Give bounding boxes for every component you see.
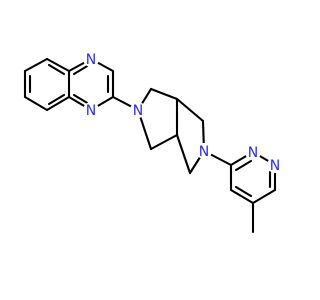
bond bbox=[23, 95, 49, 112]
bond bbox=[45, 95, 71, 112]
bond bbox=[47, 93, 66, 106]
atom-labels: N N N N N N bbox=[83, 51, 283, 174]
atom-background bbox=[83, 51, 99, 67]
bonds bbox=[23, 57, 277, 234]
nitrogen-label: N bbox=[133, 103, 143, 119]
bond bbox=[47, 63, 66, 76]
bond bbox=[72, 93, 91, 106]
atom-background bbox=[130, 102, 146, 118]
nitrogen-label: N bbox=[86, 103, 96, 119]
atom-background bbox=[196, 143, 212, 159]
bond bbox=[149, 133, 179, 151]
bond bbox=[23, 57, 49, 73]
nitrogen-label: N bbox=[270, 158, 280, 174]
bond bbox=[175, 97, 205, 123]
molecule-structure: N N N N N N bbox=[23, 51, 283, 234]
bond bbox=[72, 63, 91, 76]
atom-background bbox=[83, 102, 99, 118]
atom-background bbox=[245, 144, 261, 160]
bond bbox=[229, 188, 255, 205]
bond bbox=[149, 87, 179, 101]
nitrogen-label: N bbox=[248, 145, 258, 161]
bond bbox=[234, 185, 253, 198]
bond bbox=[251, 188, 277, 205]
bond bbox=[234, 159, 253, 172]
bond bbox=[175, 133, 192, 175]
nitrogen-label: N bbox=[86, 52, 96, 68]
bond bbox=[45, 57, 71, 73]
atom-background bbox=[267, 157, 283, 173]
nitrogen-label: N bbox=[199, 144, 209, 160]
